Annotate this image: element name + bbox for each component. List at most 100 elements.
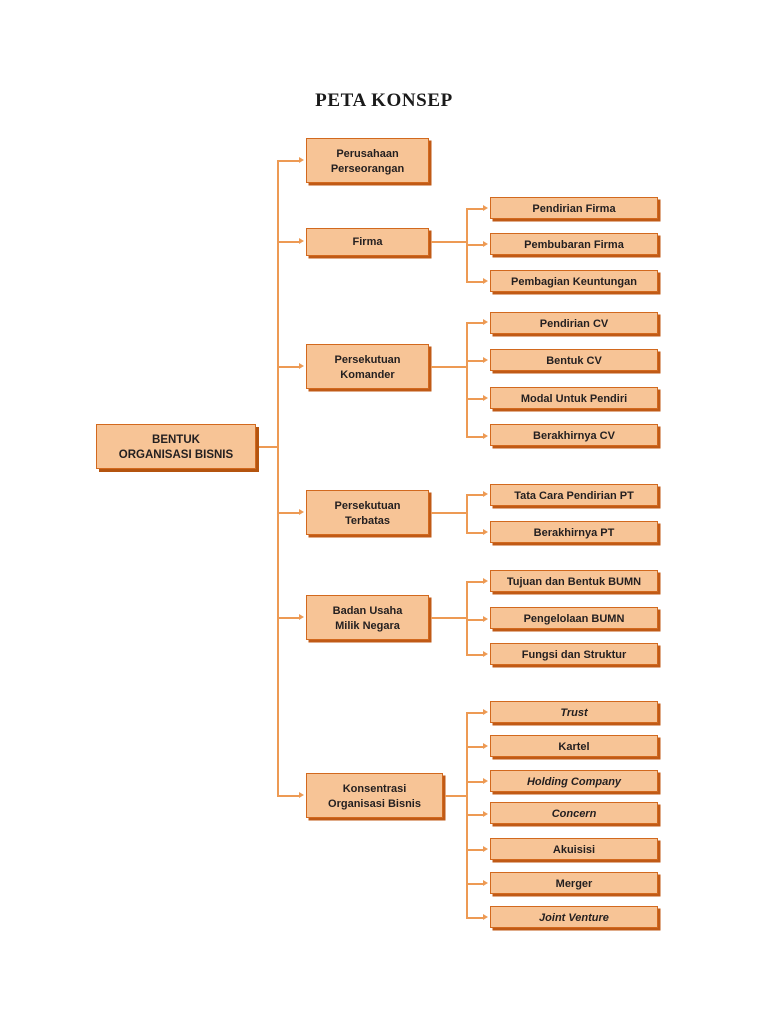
leaf-label: Pendirian CV bbox=[539, 317, 609, 330]
arrow-branch-6 bbox=[299, 792, 304, 798]
leaf-label: Akuisisi bbox=[552, 843, 596, 856]
arrow-branch-2 bbox=[299, 238, 304, 244]
connector-konsentrasi-stem bbox=[445, 795, 467, 797]
leaf-label: Berakhirnya PT bbox=[533, 526, 615, 539]
connector-branch-6 bbox=[277, 795, 300, 797]
leaf-node-pembubaran-firma: Pembubaran Firma bbox=[490, 233, 658, 255]
connector-konsentrasi-child-1 bbox=[466, 712, 484, 714]
leaf-node-joint-venture: Joint Venture bbox=[490, 906, 658, 928]
leaf-node-pendirian-firma: Pendirian Firma bbox=[490, 197, 658, 219]
leaf-label: Berakhirnya CV bbox=[533, 429, 615, 442]
connector-pt-child-2 bbox=[466, 532, 484, 534]
connector-branch-2 bbox=[277, 241, 300, 243]
leaf-label: Holding Company bbox=[526, 775, 622, 788]
leaf-node-bentuk-cv: Bentuk CV bbox=[490, 349, 658, 371]
arrow-cv-child-3 bbox=[483, 395, 488, 401]
arrow-cv-child-1 bbox=[483, 319, 488, 325]
connector-cv-trunk bbox=[466, 322, 468, 436]
leaf-node-fungsi-dan-struktur: Fungsi dan Struktur bbox=[490, 643, 658, 665]
connector-cv-child-3 bbox=[466, 398, 484, 400]
connector-konsentrasi-child-6 bbox=[466, 883, 484, 885]
connector-bumn-child-2 bbox=[466, 619, 484, 621]
connector-cv-child-1 bbox=[466, 322, 484, 324]
leaf-label: Joint Venture bbox=[539, 911, 609, 924]
connector-konsentrasi-child-7 bbox=[466, 917, 484, 919]
leaf-node-holding-company: Holding Company bbox=[490, 770, 658, 792]
connector-bumn-child-1 bbox=[466, 581, 484, 583]
arrow-konsentrasi-child-7 bbox=[483, 914, 488, 920]
leaf-label: Pendirian Firma bbox=[532, 202, 616, 215]
connector-konsentrasi-child-4 bbox=[466, 814, 484, 816]
connector-branch-3 bbox=[277, 366, 300, 368]
connector-pt-child-1 bbox=[466, 494, 484, 496]
arrow-branch-4 bbox=[299, 509, 304, 515]
connector-branch-4 bbox=[277, 512, 300, 514]
leaf-node-pembagian-keuntungan: Pembagian Keuntungan bbox=[490, 270, 658, 292]
arrow-firma-child-3 bbox=[483, 278, 488, 284]
arrow-konsentrasi-child-2 bbox=[483, 743, 488, 749]
connector-firma-child-2 bbox=[466, 244, 484, 246]
leaf-node-pengelolaan-bumn: Pengelolaan BUMN bbox=[490, 607, 658, 629]
leaf-label: Trust bbox=[560, 706, 588, 719]
connector-pt-trunk bbox=[466, 494, 468, 532]
leaf-label: Tujuan dan Bentuk BUMN bbox=[506, 575, 642, 588]
leaf-node-tujuan-dan-bentuk-bumn: Tujuan dan Bentuk BUMN bbox=[490, 570, 658, 592]
arrow-konsentrasi-child-4 bbox=[483, 811, 488, 817]
leaf-label: Pengelolaan BUMN bbox=[523, 612, 625, 625]
branch-label: Firma bbox=[352, 235, 383, 248]
connector-cv-child-2 bbox=[466, 360, 484, 362]
arrow-branch-5 bbox=[299, 614, 304, 620]
connector-firma-stem bbox=[431, 241, 467, 243]
connector-firma-child-3 bbox=[466, 281, 484, 283]
leaf-label: Pembubaran Firma bbox=[524, 238, 624, 251]
arrow-pt-child-1 bbox=[483, 491, 488, 497]
leaf-label: Modal Untuk Pendiri bbox=[520, 392, 628, 405]
connector-pt-stem bbox=[431, 512, 467, 514]
branch-node-firma: Firma bbox=[306, 228, 429, 256]
arrow-firma-child-2 bbox=[483, 241, 488, 247]
leaf-node-modal-untuk-pendiri: Modal Untuk Pendiri bbox=[490, 387, 658, 409]
connector-cv-child-4 bbox=[466, 436, 484, 438]
arrow-cv-child-4 bbox=[483, 433, 488, 439]
leaf-node-tata-cara-pendirian-pt: Tata Cara Pendirian PT bbox=[490, 484, 658, 506]
arrow-pt-child-2 bbox=[483, 529, 488, 535]
leaf-node-concern: Concern bbox=[490, 802, 658, 824]
connector-cv-stem bbox=[431, 366, 467, 368]
connector-konsentrasi-child-5 bbox=[466, 849, 484, 851]
connector-root-stem bbox=[259, 446, 278, 448]
leaf-label: Concern bbox=[551, 807, 597, 820]
connector-bumn-stem bbox=[431, 617, 467, 619]
page-title: PETA KONSEP bbox=[315, 90, 453, 111]
connector-branch-5 bbox=[277, 617, 300, 619]
arrow-bumn-child-2 bbox=[483, 616, 488, 622]
arrow-bumn-child-3 bbox=[483, 651, 488, 657]
leaf-node-berakhirnya-cv: Berakhirnya CV bbox=[490, 424, 658, 446]
arrow-branch-1 bbox=[299, 157, 304, 163]
leaf-label: Pembagian Keuntungan bbox=[511, 275, 637, 288]
arrow-konsentrasi-child-1 bbox=[483, 709, 488, 715]
connector-konsentrasi-child-3 bbox=[466, 781, 484, 783]
arrow-firma-child-1 bbox=[483, 205, 488, 211]
leaf-label: Bentuk CV bbox=[546, 354, 602, 367]
leaf-node-berakhirnya-pt: Berakhirnya PT bbox=[490, 521, 658, 543]
connector-firma-child-1 bbox=[466, 208, 484, 210]
leaf-label: Kartel bbox=[558, 740, 590, 753]
arrow-cv-child-2 bbox=[483, 357, 488, 363]
leaf-node-trust: Trust bbox=[490, 701, 658, 723]
connector-bumn-child-3 bbox=[466, 654, 484, 656]
leaf-label: Tata Cara Pendirian PT bbox=[514, 489, 634, 502]
leaf-label: Merger bbox=[555, 877, 593, 890]
leaf-node-kartel: Kartel bbox=[490, 735, 658, 757]
